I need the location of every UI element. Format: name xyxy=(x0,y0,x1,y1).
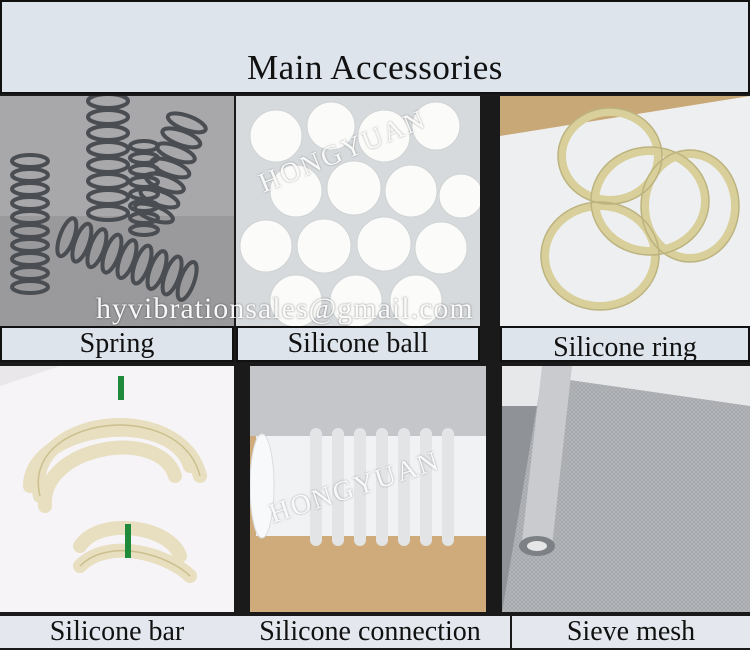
title-banner: Main Accessories xyxy=(0,0,750,94)
sieve-mesh-label: Sieve mesh xyxy=(512,616,750,648)
silicone-ring-label-box: Silicone ring xyxy=(500,326,750,362)
silicone-connection-photo: HONGYUAN xyxy=(250,366,486,612)
silicone-connection-label: Silicone connection xyxy=(230,616,510,648)
silicone-ball-label: Silicone ball xyxy=(287,328,429,359)
page-title: Main Accessories xyxy=(247,48,503,87)
silicone-ball-photo: HONGYUAN xyxy=(236,96,480,326)
spring-photo xyxy=(0,96,234,326)
spring-label-box: Spring xyxy=(0,326,234,362)
silicone-ring-label: Silicone ring xyxy=(553,332,697,363)
spring-label: Spring xyxy=(79,328,155,359)
silicone-bar-label: Silicone bar xyxy=(0,616,234,648)
sieve-mesh-photo xyxy=(502,366,750,612)
silicone-ball-label-box: Silicone ball xyxy=(236,326,480,362)
email-watermark: hyvibrationsales@gmail.com xyxy=(96,292,474,325)
silicone-bar-photo xyxy=(0,366,234,612)
silicone-ring-photo xyxy=(500,96,750,326)
